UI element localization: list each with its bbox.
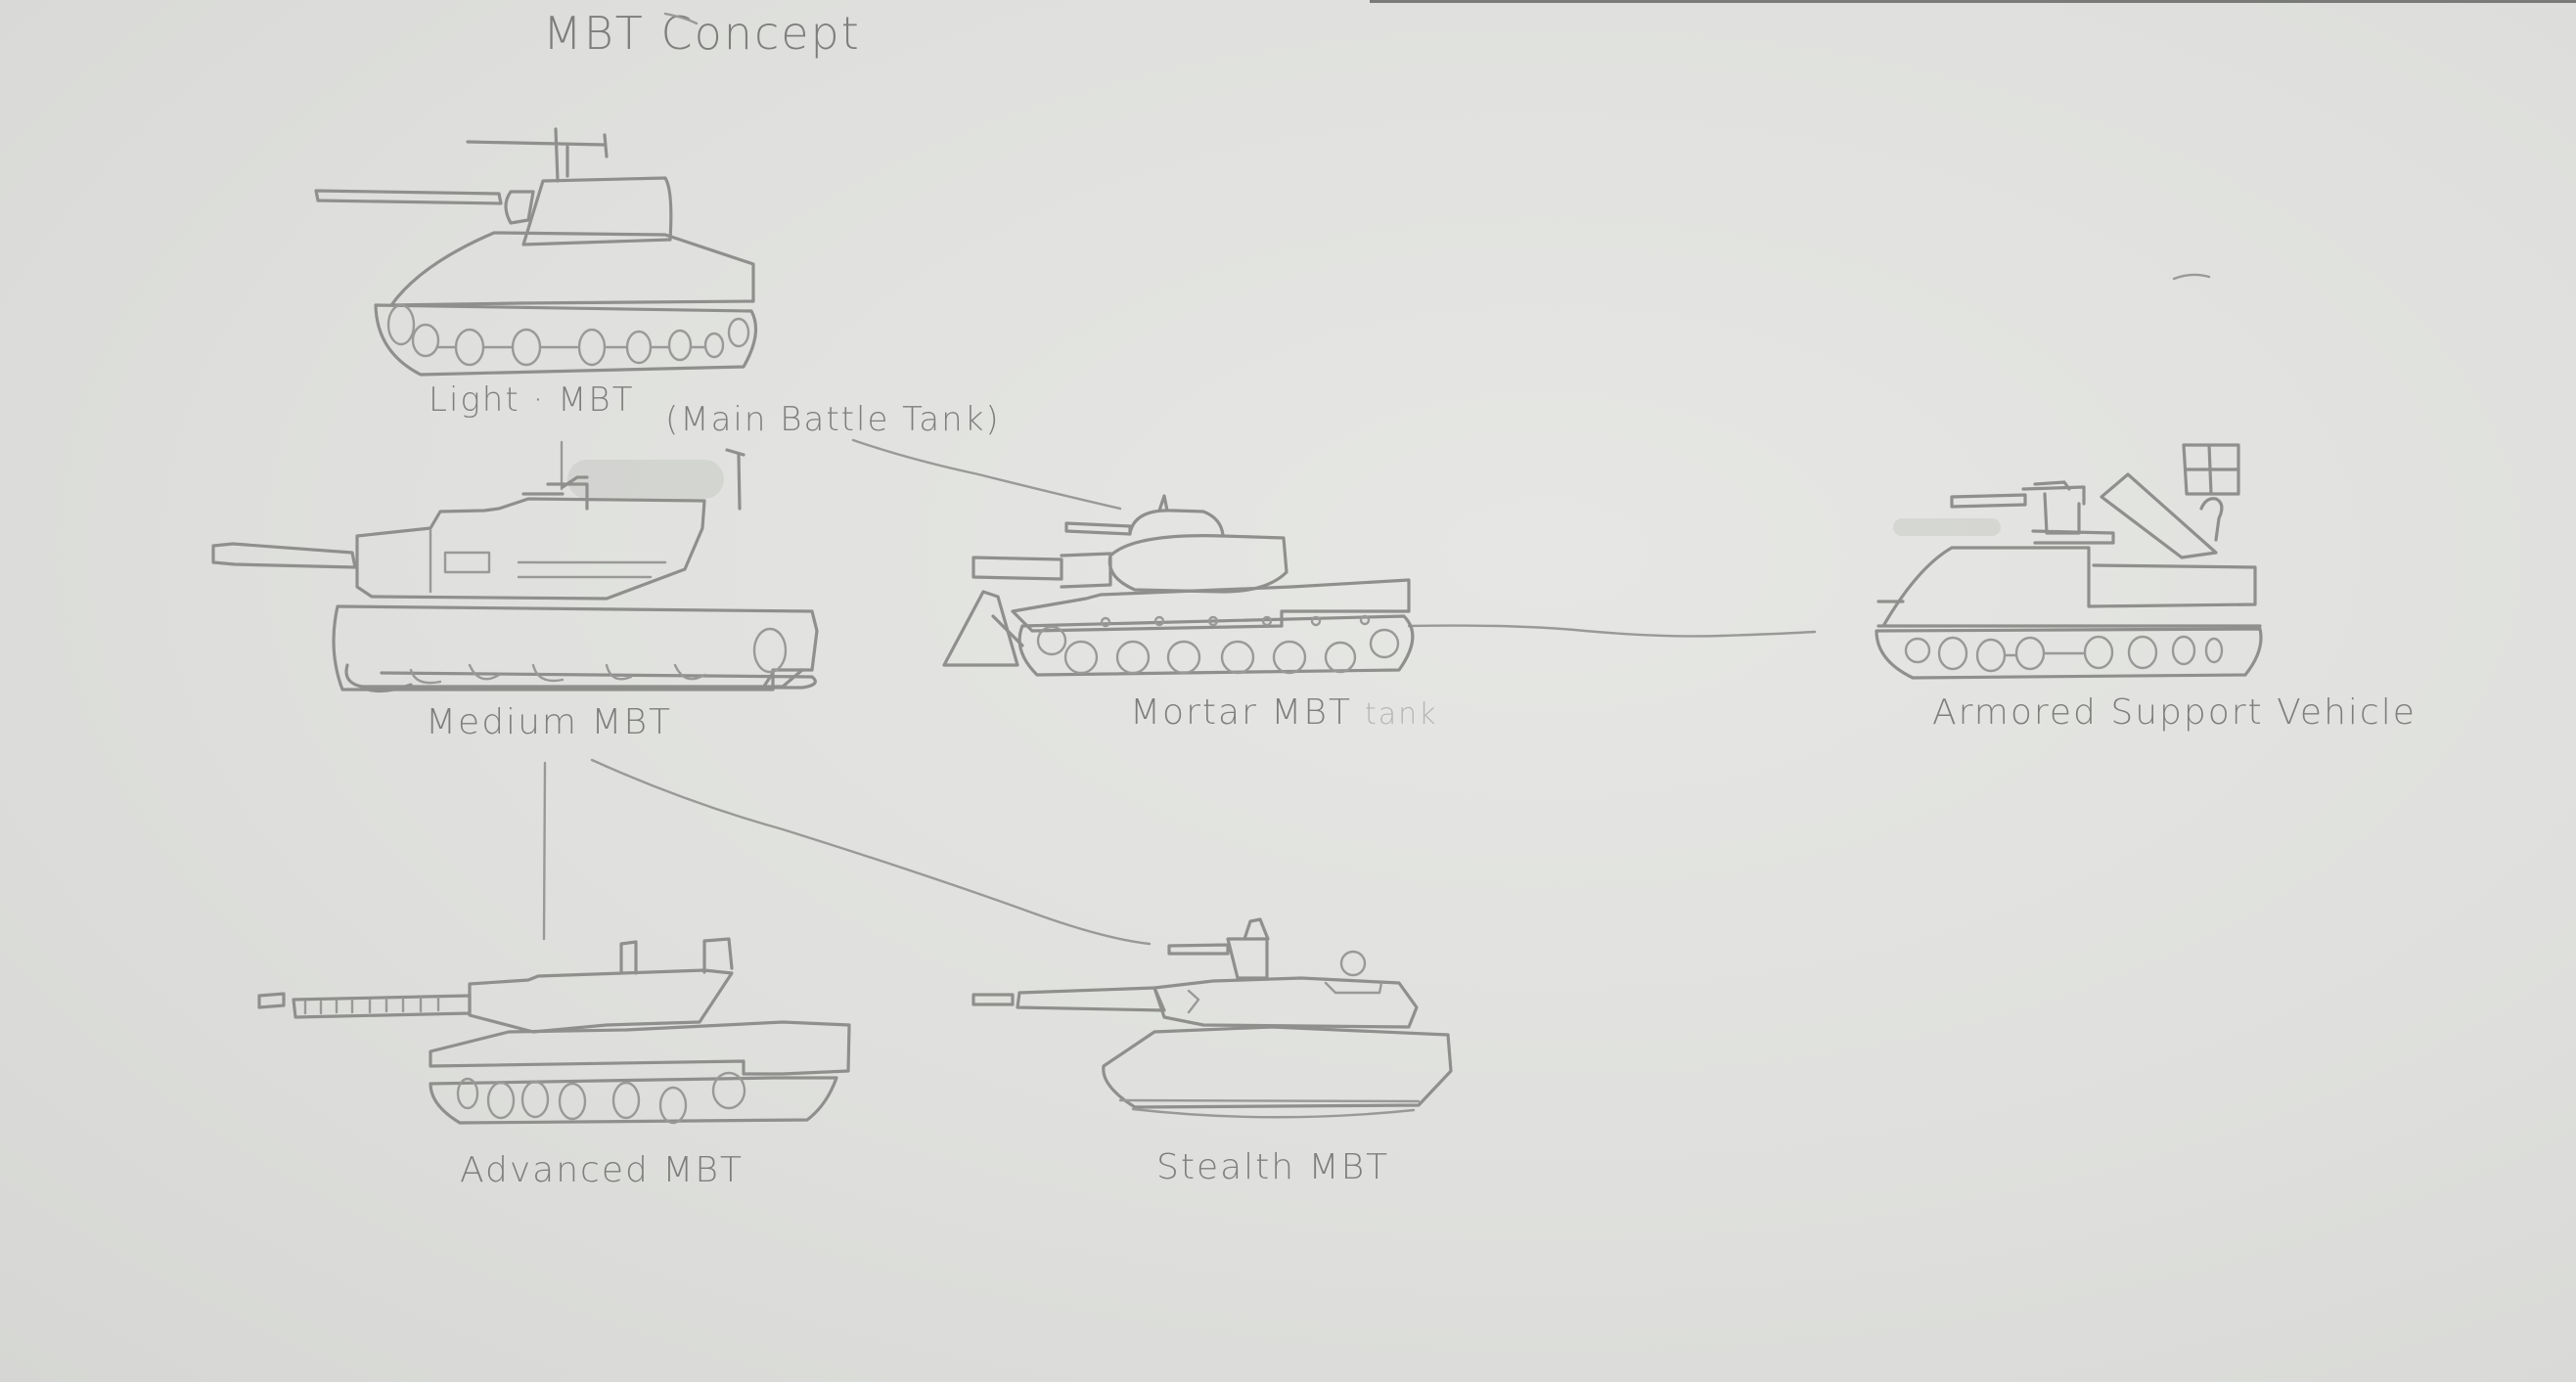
node-label-advanced: Advanced MBT [460,1150,744,1190]
edges [542,438,1817,946]
diagram-title: MBT Concept [543,7,861,60]
node-label-medium: Medium MBT [426,702,672,742]
edge-mortar-asv [1407,624,1817,638]
node-label-stealth: Stealth MBT [1156,1147,1389,1187]
erased-text-tank: tank [1365,697,1438,732]
edge-light-mortar [851,438,1122,511]
node-label-armored-support-vehicle: Armored Support Vehicle [1932,692,2417,733]
title-stroke-mark [663,12,699,25]
mortar-tank-sketch-icon[interactable] [942,494,1415,677]
support-vehicle-sketch-icon[interactable] [1875,443,2263,680]
node-label-light: Light · MBT [429,380,634,420]
medium-tank-sketch-icon[interactable] [211,448,819,693]
edge-medium-advanced [542,761,547,941]
stray-pencil-mark [2172,273,2211,281]
edge-medium-stealth [590,758,1152,946]
advanced-tank-sketch-icon[interactable] [257,937,851,1125]
light-tank-sketch-icon[interactable] [314,127,758,377]
paper-top-edge [1370,0,2576,3]
node-subtitle-main-battle-tank: (Main Battle Tank) [665,400,1001,439]
node-label-mortar: Mortar MBT [1130,692,1352,733]
stealth-tank-sketch-icon[interactable] [972,917,1453,1119]
